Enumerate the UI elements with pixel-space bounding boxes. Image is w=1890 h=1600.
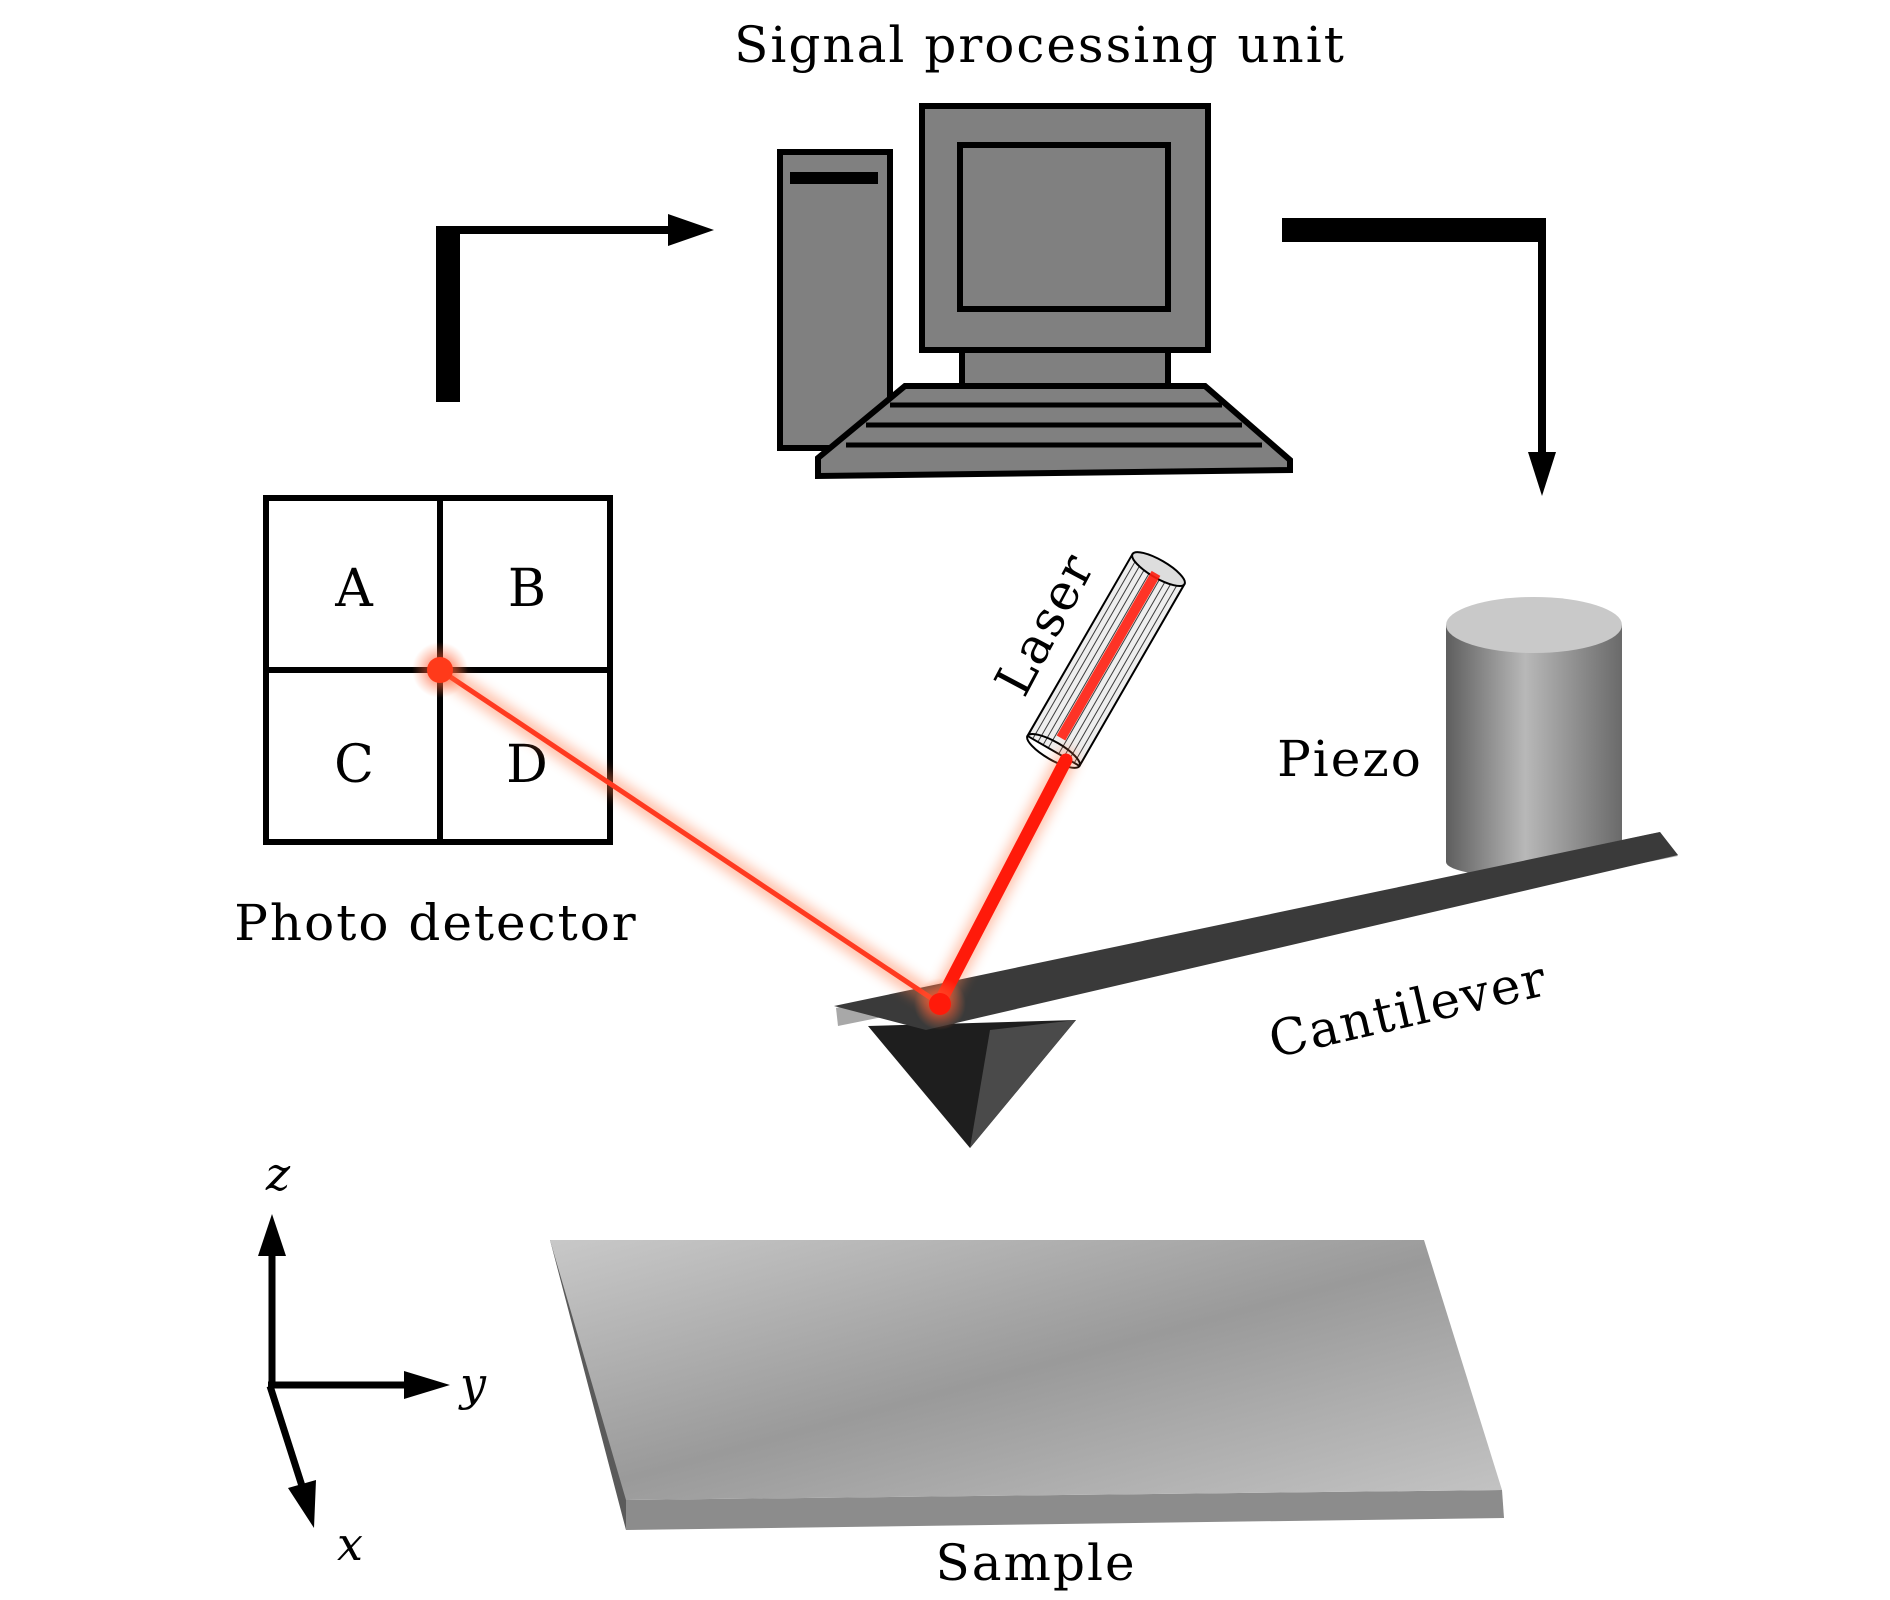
x-axis-label: x — [337, 1517, 363, 1571]
computer-icon — [777, 103, 1293, 480]
cantilever — [834, 832, 1678, 1148]
detector-spot — [427, 657, 453, 683]
sample-top — [550, 1240, 1502, 1500]
signal-processing-unit-label: Signal processing unit — [734, 16, 1346, 74]
piezo-cylinder — [1446, 597, 1622, 878]
monitor-screen — [957, 142, 1171, 312]
cantilever-top — [834, 832, 1678, 1030]
coordinate-axes: z y x — [258, 1147, 487, 1571]
incident-beam — [933, 753, 1073, 1009]
quadrant-b: B — [508, 559, 546, 619]
cantilever-label: Cantilever — [1263, 949, 1552, 1069]
x-arrowhead — [288, 1480, 316, 1528]
keyboard — [815, 383, 1293, 480]
z-axis-label: z — [265, 1147, 291, 1201]
x-axis-line — [266, 1384, 306, 1488]
arrowhead-right — [668, 214, 714, 246]
laser-beams — [412, 642, 1077, 1030]
cantilever-spot — [929, 993, 951, 1015]
arrow-to-piezo — [1282, 218, 1556, 496]
piezo-label: Piezo — [1277, 730, 1423, 788]
quadrant-a: A — [334, 559, 374, 619]
y-axis-label: y — [458, 1357, 487, 1411]
reflected-beam — [438, 667, 942, 1007]
arrowhead-down — [1528, 452, 1556, 496]
computer-tower — [777, 149, 893, 451]
monitor-stand — [959, 347, 1171, 389]
z-arrowhead — [258, 1214, 286, 1256]
photo-detector-label: Photo detector — [234, 894, 637, 952]
sample-left-side — [550, 1240, 630, 1530]
sample-label: Sample — [935, 1534, 1136, 1592]
laser-source — [1026, 551, 1186, 769]
sample-front-side — [626, 1490, 1504, 1530]
disk-drive-slot — [790, 172, 878, 184]
arrow-to-computer — [436, 214, 714, 402]
quadrant-c: C — [334, 735, 374, 795]
sample-slab — [550, 1240, 1504, 1530]
y-arrowhead — [404, 1371, 450, 1399]
